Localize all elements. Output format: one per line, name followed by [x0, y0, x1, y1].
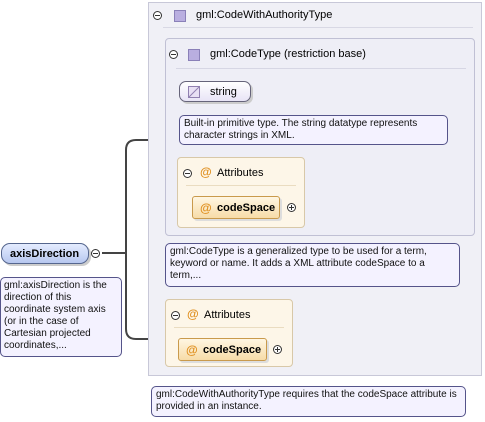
outer-attributes-divider — [174, 327, 284, 328]
outer-codespace-name: codeSpace — [203, 344, 262, 356]
complex-type-icon — [174, 10, 186, 22]
axisdirection-element[interactable]: axisDirection — [1, 243, 89, 264]
collapse-outer-icon[interactable] — [153, 11, 162, 20]
outer-divider — [163, 27, 473, 28]
collapse-element-icon[interactable] — [91, 249, 100, 258]
expand-inner-codespace-icon[interactable] — [287, 203, 296, 212]
connector-to-attributes — [125, 253, 165, 340]
expand-outer-codespace-icon[interactable] — [273, 345, 282, 354]
inner-type-name: gml:CodeType (restriction base) — [210, 48, 366, 60]
codewithauthority-note: gml:CodeWithAuthorityType requires that … — [151, 386, 466, 417]
inner-divider — [176, 68, 466, 69]
codewithauthority-note-text: gml:CodeWithAuthorityType requires that … — [156, 389, 457, 412]
codetype-note: gml:CodeType is a generalized type to be… — [165, 243, 460, 287]
attribute-at-icon: @ — [187, 307, 199, 321]
attribute-at-icon: @ — [200, 165, 212, 179]
string-type-name: string — [210, 86, 237, 98]
outer-codespace-attribute[interactable]: @ codeSpace — [178, 338, 267, 361]
codetype-note-text: gml:CodeType is a generalized type to be… — [170, 246, 427, 281]
simple-type-icon — [188, 86, 200, 98]
inner-attributes-header: Attributes — [217, 167, 264, 179]
attribute-at-icon: @ — [200, 201, 212, 215]
collapse-inner-icon[interactable] — [169, 50, 178, 59]
inner-codespace-attribute[interactable]: @ codeSpace — [192, 196, 280, 219]
outer-attributes-header: Attributes — [204, 309, 251, 321]
axisdirection-note-text: gml:axisDirection is the direction of th… — [4, 280, 107, 351]
inner-attributes-divider — [186, 185, 296, 186]
collapse-inner-attributes-icon[interactable] — [183, 169, 192, 178]
attribute-at-icon: @ — [186, 343, 198, 357]
axisdirection-note: gml:axisDirection is the direction of th… — [0, 277, 122, 357]
collapse-outer-attributes-icon[interactable] — [171, 311, 180, 320]
connector-to-codetype — [102, 139, 170, 254]
inner-codespace-name: codeSpace — [217, 202, 276, 214]
string-type-note-text: Built-in primitive type. The string data… — [184, 118, 418, 141]
element-name: axisDirection — [10, 248, 80, 260]
outer-type-name: gml:CodeWithAuthorityType — [196, 9, 333, 21]
string-type-note: Built-in primitive type. The string data… — [179, 115, 448, 145]
string-type-box[interactable]: string — [179, 81, 251, 102]
complex-type-icon — [188, 49, 200, 61]
